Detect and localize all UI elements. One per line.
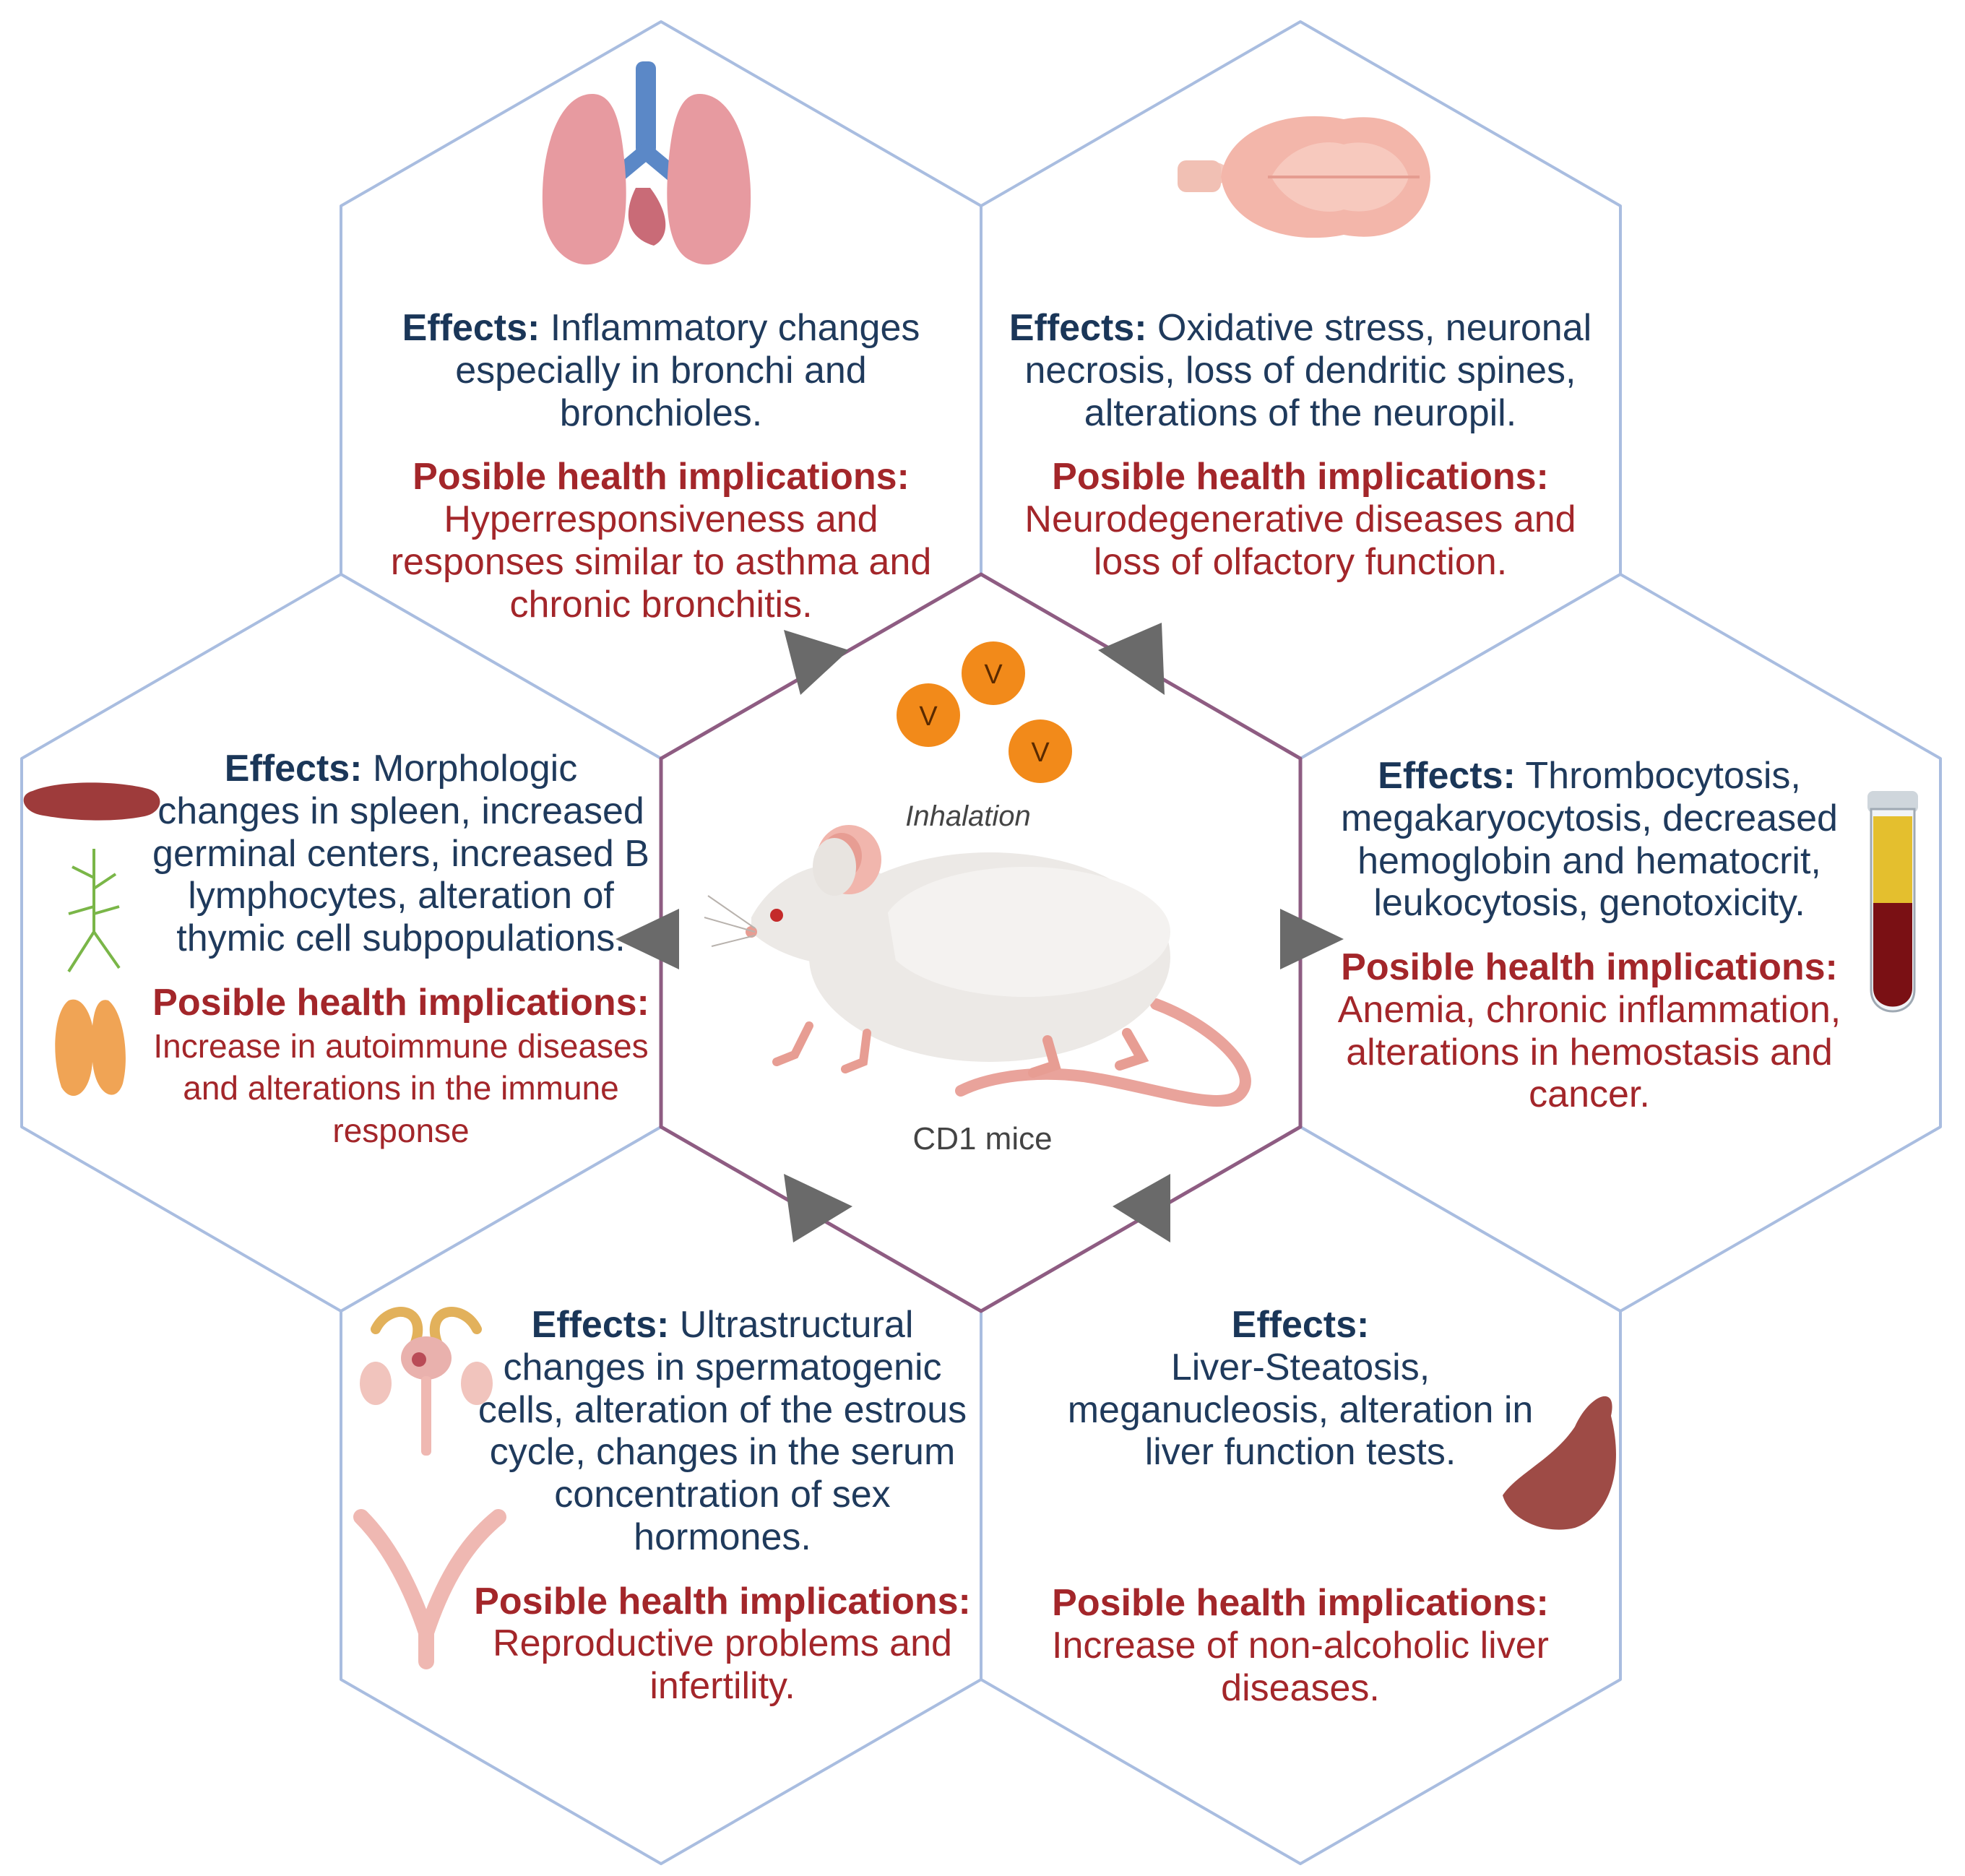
implications-label: Posible health implications: [152,981,649,1024]
effects-text: Liver-Steatosis, meganucleosis, alterati… [1067,1346,1534,1474]
panel-liver: Effects:Liver-Steatosis, meganucleosis, … [1040,1304,1560,1709]
implications-block: Posible health implications: Neurodegene… [1001,456,1600,583]
effects-label: Effects: [1009,307,1147,349]
effects-block: Effects: Morphologic changes in spleen, … [152,748,650,960]
immune-icons [23,782,160,1097]
implications-label: Posible health implications: [413,456,910,498]
effects-text: Ultrastructural changes in spermatogenic… [478,1304,967,1558]
brain-icon [1178,116,1430,238]
effects-block: Effects: Oxidative stress, neuronal necr… [1001,307,1600,434]
panel-blood: Effects: Thrombocytosis, megakaryocytosi… [1336,755,1842,1116]
effects-label: Effects: [1378,755,1516,797]
implications-label: Posible health implications: [1341,946,1838,988]
effects-block: Effects:Liver-Steatosis, meganucleosis, … [1040,1304,1560,1474]
particle-letter: V [919,701,938,732]
spleen-icon [23,782,160,821]
reproductive-icons [353,1307,506,1669]
effects-text: Oxidative stress, neuronal necrosis, los… [1024,307,1592,434]
particle-letter: V [984,660,1003,690]
effects-block: Effects: Thrombocytosis, megakaryocytosi… [1336,755,1842,925]
arrow-to-lungs-icon [784,630,849,695]
uterus-icon [353,1509,506,1669]
implications-text: Reproductive problems and infertility. [493,1622,952,1707]
effects-label: Effects: [224,748,363,790]
effects-label: Effects: [402,307,540,349]
particle-letter: V [1031,738,1050,768]
implications-block: Posible health implications: Increase in… [152,982,650,1151]
implications-text: Hyperresponsiveness and responses simila… [390,498,932,626]
liver-icon [1503,1396,1616,1530]
implications-block: Posible health implications: Anemia, chr… [1336,946,1842,1116]
inhalation-label: Inhalation [905,800,1031,832]
mouse-label: CD1 mice [912,1121,1053,1157]
panel-immune: Effects: Morphologic changes in spleen, … [152,748,650,1151]
effects-label: Effects: [1231,1304,1370,1346]
implications-block: Posible health implications: Reproductiv… [466,1581,979,1708]
panel-reproductive: Effects: Ultrastructural changes in sper… [466,1304,979,1708]
implications-text: Anemia, chronic inflammation, alteration… [1337,988,1841,1116]
effects-text: Thrombocytosis, megakaryocytosis, decrea… [1341,755,1838,925]
lymph-vessels-icon [67,849,121,973]
thymus-icon [55,999,126,1097]
implications-label: Posible health implications: [1052,1582,1549,1624]
blood-tube-icon [1867,791,1918,1013]
implications-text: Increase in autoimmune diseases and alte… [153,1026,649,1149]
effects-label: Effects: [531,1304,670,1346]
particles-icon: V V V [897,641,1072,783]
implications-text: Neurodegenerative diseases and loss of o… [1024,498,1576,583]
implications-block: Posible health implications: Increase of… [1040,1582,1560,1709]
panel-brain: Effects: Oxidative stress, neuronal necr… [1001,307,1600,584]
arrow-to-immune-icon [616,909,679,969]
arrow-to-brain-icon [1098,623,1165,695]
arrow-to-reproductive-icon [784,1174,852,1242]
panel-lungs: Effects: Inflammatory changes especially… [365,307,957,626]
effects-block: Effects: Ultrastructural changes in sper… [466,1304,979,1559]
arrow-to-liver-icon [1113,1174,1170,1242]
effects-text: Inflammatory changes especially in bronc… [455,307,920,434]
effects-block: Effects: Inflammatory changes especially… [365,307,957,434]
implications-label: Posible health implications: [1052,456,1549,498]
implications-label: Posible health implications: [474,1580,971,1622]
lungs-icon [542,61,751,265]
male-reproductive-icon [360,1307,493,1456]
arrow-to-blood-icon [1280,909,1344,969]
mouse-icon [704,825,1251,1107]
effects-text: Morphologic changes in spleen, increased… [152,748,649,959]
implications-block: Posible health implications: Hyperrespon… [365,456,957,626]
implications-text: Increase of non-alcoholic liver diseases… [1052,1624,1549,1709]
